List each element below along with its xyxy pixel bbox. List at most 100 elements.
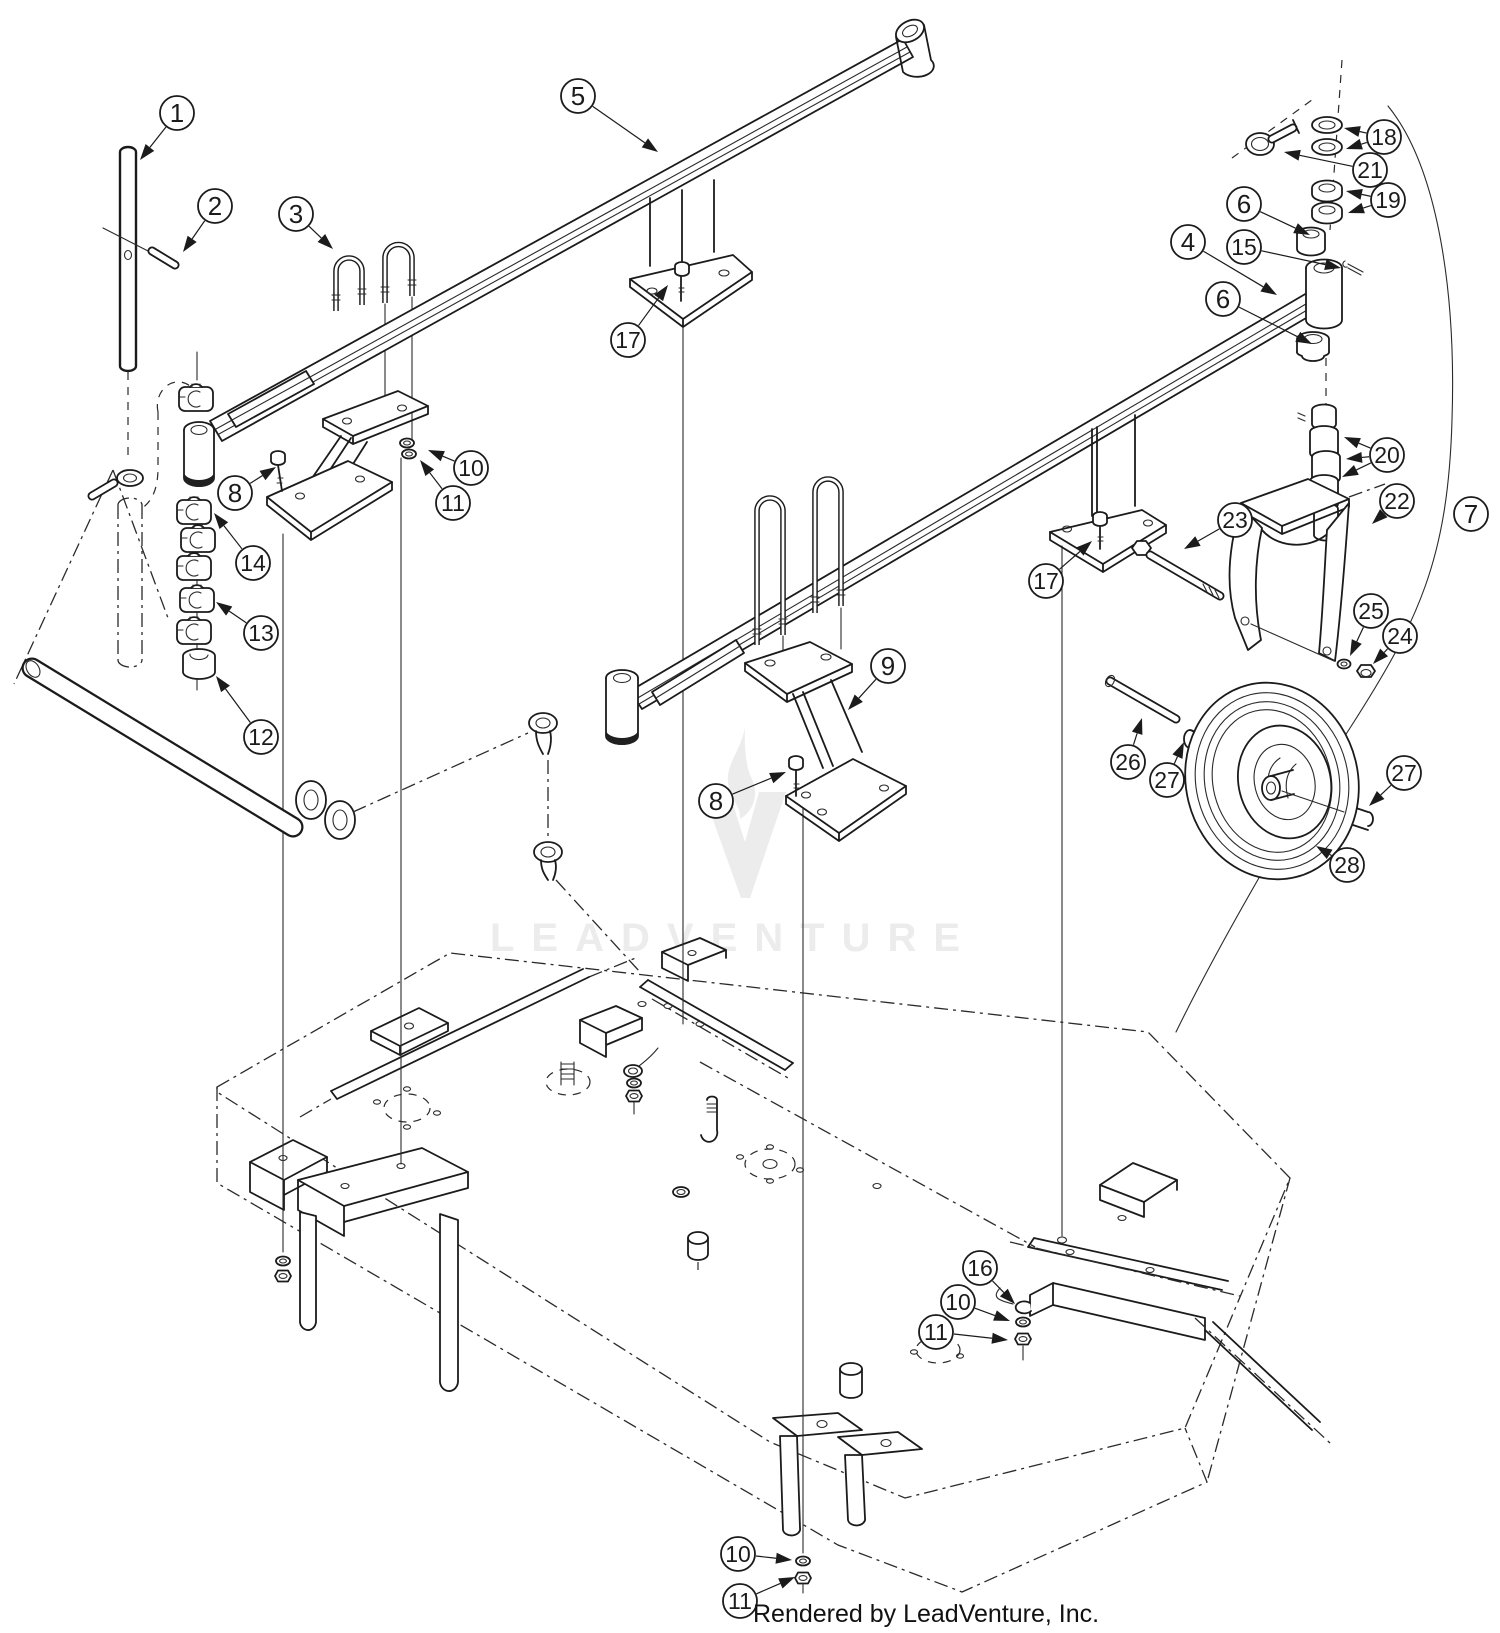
leader-arrowhead-icon <box>1344 126 1361 137</box>
callout-balloon <box>1352 152 1388 188</box>
callout-5: 5 <box>560 78 658 152</box>
callout-balloon <box>560 78 596 114</box>
leader-line <box>308 225 322 239</box>
callout-balloon <box>1226 186 1262 222</box>
watermark: LEADVENTURE <box>490 727 960 960</box>
flame-watermark-icon <box>703 727 786 898</box>
callout-10: 10 <box>428 450 489 486</box>
callout-balloon <box>1170 224 1206 260</box>
leader-arrowhead-icon <box>641 138 658 152</box>
callout-balloon <box>1453 496 1489 532</box>
callout-21: 21 <box>1284 149 1388 188</box>
callout-balloon <box>1205 281 1241 317</box>
leader-line <box>1173 756 1179 764</box>
leader-arrowhead-icon <box>1076 541 1092 556</box>
callout-balloon <box>940 1284 976 1320</box>
callout-number: 28 <box>1334 852 1360 878</box>
u-bolts-3b <box>752 476 846 645</box>
callout-10: 10 <box>940 1284 1010 1321</box>
leader-arrowhead-icon <box>214 513 229 529</box>
callout-number: 17 <box>1033 568 1059 594</box>
callout-balloon <box>1370 182 1406 218</box>
callout-6: 6 <box>1226 186 1310 235</box>
leader-arrowhead-icon <box>1373 648 1389 664</box>
callout-balloon <box>722 1583 758 1619</box>
callout-balloon <box>159 95 195 131</box>
callout-number: 14 <box>240 550 266 576</box>
callout-number: 18 <box>1371 124 1397 150</box>
ring-pin-21 <box>1245 119 1300 156</box>
leader-line <box>858 678 877 699</box>
callout-number: 8 <box>709 786 723 816</box>
leader-line <box>1132 733 1138 746</box>
leader-arrowhead-icon <box>1260 282 1277 295</box>
leader-arrowhead-icon <box>1131 718 1143 735</box>
callout-24: 24 <box>1373 618 1418 664</box>
leader-line <box>756 1582 781 1595</box>
leader-arrowhead-icon <box>993 1310 1010 1321</box>
callout-balloon <box>1028 563 1064 599</box>
callout-number: 27 <box>1154 767 1180 793</box>
callout-balloon <box>870 648 906 684</box>
caster-assembly <box>1104 59 1454 1033</box>
callout-number: 11 <box>441 490 465 516</box>
deck-bottom-straps <box>772 1412 923 1537</box>
callout-11: 11 <box>918 1314 1008 1350</box>
callout-number: 17 <box>615 327 641 353</box>
leader-arrowhead-icon <box>1344 437 1361 449</box>
leader-arrowhead-icon <box>216 602 233 616</box>
callout-6: 6 <box>1205 281 1312 344</box>
deck-left-brackets <box>249 1139 469 1392</box>
callout-7: 7 <box>1453 496 1489 532</box>
callout-balloon <box>1366 119 1402 155</box>
leader-line <box>1299 154 1353 167</box>
callout-balloon <box>1110 744 1146 780</box>
leader-line <box>1356 627 1364 642</box>
callout-number: 3 <box>289 199 303 229</box>
leader-line <box>638 297 660 326</box>
lower-push-bar <box>266 258 1364 842</box>
leader-line <box>953 1333 993 1339</box>
callout-balloon <box>1382 618 1418 654</box>
callout-8: 8 <box>698 772 786 819</box>
callout-number: 13 <box>248 620 274 646</box>
leader-arrowhead-icon <box>1295 331 1312 344</box>
leader-arrowhead-icon <box>1184 536 1201 549</box>
callout-number: 25 <box>1358 598 1384 624</box>
callout-1: 1 <box>140 95 195 160</box>
callout-balloon <box>278 196 314 232</box>
leader-line <box>1358 442 1371 449</box>
leader-line <box>732 777 772 795</box>
callout-number: 19 <box>1375 187 1401 213</box>
callout-number: 23 <box>1222 507 1248 533</box>
callout-balloon <box>1226 229 1262 265</box>
leader-line <box>592 105 646 144</box>
callout-balloon <box>610 322 646 358</box>
u-bolts-3 <box>331 241 417 311</box>
bar-stand-17b <box>1049 414 1167 573</box>
leader-arrowhead-icon <box>1284 149 1301 161</box>
callout-2: 2 <box>183 188 233 252</box>
leader-arrowhead-icon <box>1348 202 1365 214</box>
leader-arrowhead-icon <box>428 450 445 462</box>
mid-fastener-stack <box>623 1047 659 1115</box>
bushing-12 <box>182 648 216 680</box>
callout-balloon <box>962 1250 998 1286</box>
leader-line <box>149 126 167 148</box>
callout-16: 16 <box>962 1250 1015 1304</box>
leader-line <box>249 475 263 484</box>
bar-stand-17 <box>629 179 753 328</box>
callout-balloon <box>698 783 734 819</box>
callout-number: 21 <box>1357 157 1383 183</box>
callout-4: 4 <box>1170 224 1277 295</box>
callout-25: 25 <box>1350 593 1389 656</box>
leader-arrowhead-icon <box>1293 223 1310 235</box>
callout-number: 16 <box>967 1255 993 1281</box>
callout-balloon <box>1217 502 1253 538</box>
leader-line <box>1261 250 1326 266</box>
callout-balloon <box>1149 762 1185 798</box>
callout-15: 15 <box>1226 229 1341 270</box>
